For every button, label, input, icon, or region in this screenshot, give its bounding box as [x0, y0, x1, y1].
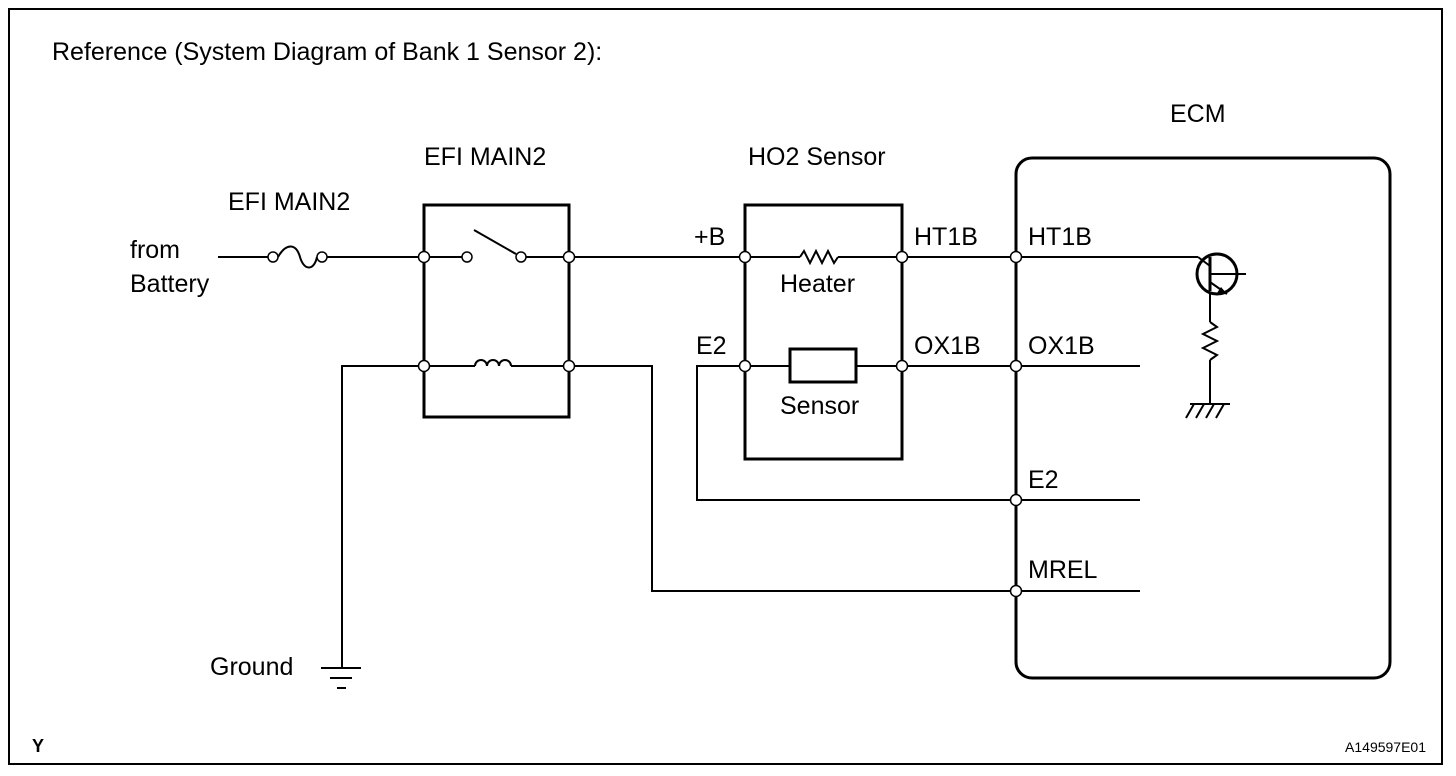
- figure-id: A149597E01: [1345, 739, 1426, 755]
- ecm-pin-ht1b: HT1B: [1028, 223, 1092, 251]
- heater-label: Heater: [780, 270, 855, 298]
- ecm-terminal: [1009, 493, 1023, 507]
- sensor-pin-plus-b: +B: [694, 223, 725, 251]
- sensor-pin-ox1b: OX1B: [914, 332, 981, 360]
- ecm-terminal: [1009, 584, 1023, 598]
- ground-symbol: [321, 667, 361, 689]
- relay-terminal: [417, 250, 431, 264]
- relay-label: EFI MAIN2: [424, 143, 546, 171]
- figure-frame: [8, 8, 1443, 765]
- ecm-terminal: [1009, 250, 1023, 264]
- relay-terminal: [562, 359, 576, 373]
- corner-code: Y: [32, 736, 44, 756]
- heater-resistor: [751, 248, 896, 266]
- wire-mrel: [575, 365, 1010, 592]
- emitter-resistor: [1200, 294, 1220, 404]
- sensor-terminal: [738, 359, 752, 373]
- relay-terminal: [562, 250, 576, 264]
- sensor-terminal: [895, 359, 909, 373]
- source-label-line1: from: [130, 236, 180, 264]
- ecm-pin-ox1b: OX1B: [1028, 332, 1095, 360]
- sensor-pin-e2: E2: [696, 332, 727, 360]
- ecm-pin-e2: E2: [1028, 466, 1059, 494]
- relay-terminal: [417, 359, 431, 373]
- fuse-symbol: [218, 245, 420, 269]
- relay-switch: [430, 229, 563, 263]
- diagram-title: Reference (System Diagram of Bank 1 Sens…: [52, 38, 602, 66]
- sensor-element-label: Sensor: [780, 392, 859, 420]
- sensor-pin-ht1b: HT1B: [914, 223, 978, 251]
- sensor-title: HO2 Sensor: [748, 143, 886, 171]
- relay-box: [422, 203, 571, 419]
- relay-coil: [430, 359, 563, 367]
- sensor-terminal: [895, 250, 909, 264]
- ecm-box: [1014, 156, 1392, 680]
- ground-label: Ground: [210, 653, 293, 681]
- sensor-box: [743, 203, 904, 461]
- source-label-line2: Battery: [130, 270, 210, 298]
- wire-relay-ground: [341, 365, 418, 668]
- ecm-title: ECM: [1170, 100, 1226, 128]
- fuse-label: EFI MAIN2: [228, 188, 350, 216]
- ecm-terminal: [1009, 359, 1023, 373]
- sensor-terminal: [738, 250, 752, 264]
- sensor-element: [751, 347, 896, 384]
- wire-e2: [696, 365, 1010, 501]
- transistor-symbol: [1195, 252, 1246, 296]
- chassis-ground-symbol: [1185, 403, 1230, 419]
- ecm-pin-mrel: MREL: [1028, 556, 1098, 584]
